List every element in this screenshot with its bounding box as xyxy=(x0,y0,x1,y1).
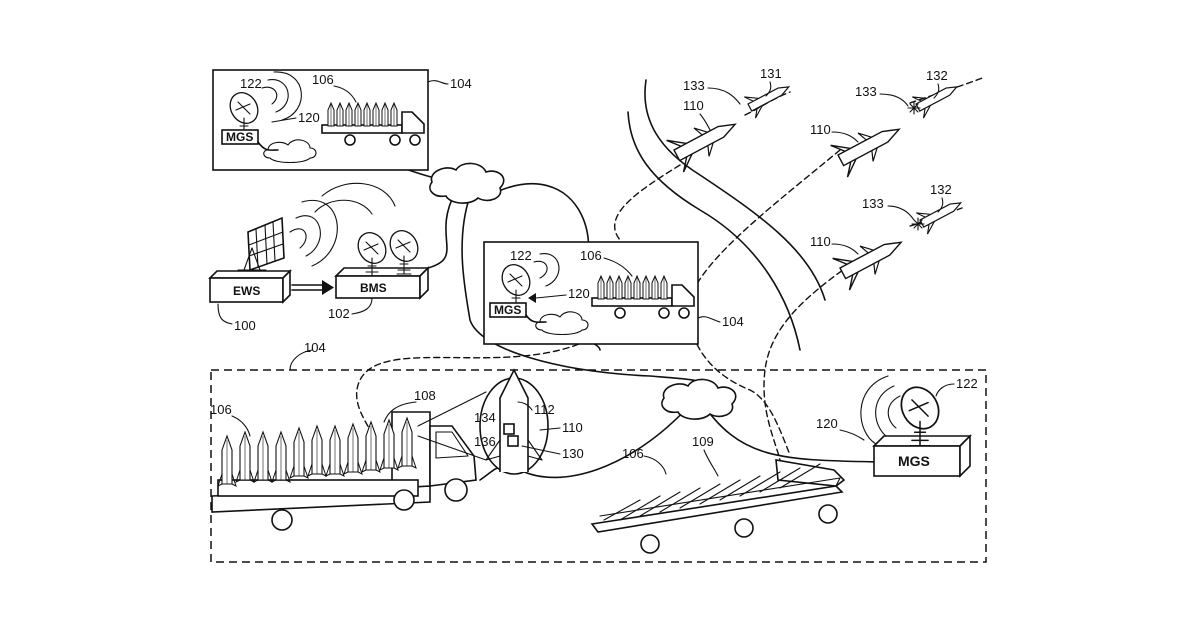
incoming-target-131 xyxy=(744,76,794,118)
dish-antenna-icon xyxy=(385,226,424,274)
incoming-target-132-lower xyxy=(916,192,966,234)
ref-122: 122 xyxy=(956,376,978,391)
ref-106: 106 xyxy=(312,72,334,87)
ews-station: EWS xyxy=(210,200,337,302)
ref-108: 108 xyxy=(414,388,436,403)
ref-122: 122 xyxy=(510,248,532,263)
ground-station-box-middle: MGS 122 106 120 104 xyxy=(484,242,744,344)
ref-134: 134 xyxy=(474,410,496,425)
network-cloud-top xyxy=(430,163,504,203)
ref-133: 133 xyxy=(862,196,884,211)
ref-136: 136 xyxy=(474,434,496,449)
ref-104: 104 xyxy=(450,76,472,91)
ref-100: 100 xyxy=(234,318,256,333)
ref-120: 120 xyxy=(568,286,590,301)
bms-label: BMS xyxy=(360,281,387,295)
ground-station-box-top: MGS 122 106 120 104 xyxy=(213,70,472,170)
bms-station: BMS xyxy=(315,183,428,298)
ref-109: 109 xyxy=(692,434,714,449)
ref-132: 132 xyxy=(926,68,948,83)
missile-rack xyxy=(218,418,416,486)
launcher-truck-flatbed: 106 109 xyxy=(592,434,844,553)
ref-133: 133 xyxy=(855,84,877,99)
ref-133: 133 xyxy=(683,78,705,93)
mgs-label: MGS xyxy=(898,453,930,469)
interceptor-missile-upper-right xyxy=(831,113,908,177)
ref-106: 106 xyxy=(210,402,232,417)
ref-104: 104 xyxy=(722,314,744,329)
ews-bms-refs: 100 102 xyxy=(218,298,372,333)
interceptor-missile-lower-right xyxy=(833,226,910,290)
ref-112: 112 xyxy=(534,402,555,417)
radar-array-icon xyxy=(238,218,284,270)
ref-120: 120 xyxy=(298,110,320,125)
ews-label: EWS xyxy=(233,284,260,298)
ref-106: 106 xyxy=(580,248,602,263)
ref-131: 131 xyxy=(760,66,782,81)
ref-104: 104 xyxy=(304,340,326,355)
ref-130: 130 xyxy=(562,446,584,461)
interceptor-missile-top xyxy=(667,108,744,172)
mgs-label: MGS xyxy=(226,130,253,144)
ref-106: 106 xyxy=(622,446,644,461)
ref-110: 110 xyxy=(810,234,831,249)
ews-to-bms-arrow xyxy=(292,280,334,295)
mgs-label: MGS xyxy=(494,303,521,317)
ref-110: 110 xyxy=(810,122,831,137)
network-cloud-bottom xyxy=(662,379,736,419)
ref-122: 122 xyxy=(240,76,262,91)
burst-icon xyxy=(908,102,920,114)
ref-120: 120 xyxy=(816,416,838,431)
ref-132: 132 xyxy=(930,182,952,197)
ref-110: 110 xyxy=(683,98,704,113)
launcher-truck-large: 106 108 xyxy=(210,388,476,530)
ref-110: 110 xyxy=(562,420,583,435)
ref-102: 102 xyxy=(328,306,350,321)
